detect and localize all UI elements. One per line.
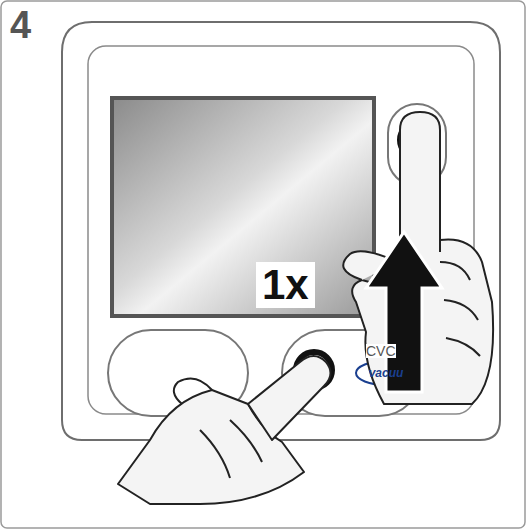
right-hand xyxy=(343,112,493,404)
model-label: CVC xyxy=(366,344,396,358)
push-arrow xyxy=(366,232,442,392)
step-number: 4 xyxy=(10,6,31,44)
left-hand xyxy=(118,356,331,504)
housing-outer xyxy=(62,22,500,440)
screen-bezel xyxy=(110,96,376,318)
brand-logo: vacuu xyxy=(369,367,404,379)
press-count: 1x xyxy=(256,262,315,308)
screen xyxy=(114,100,372,314)
